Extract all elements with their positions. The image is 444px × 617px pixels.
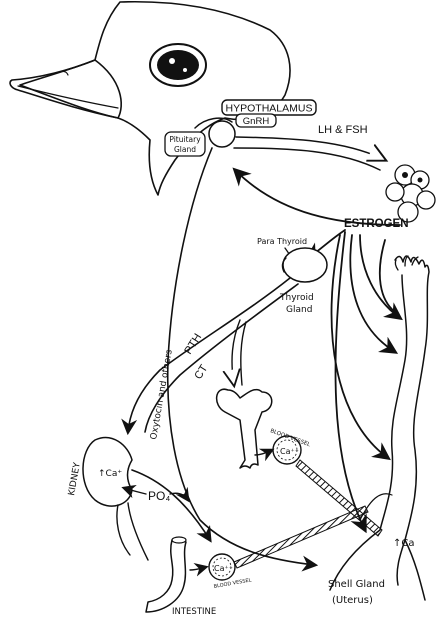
parathyroid-label: Para Thyroid — [257, 237, 307, 246]
kidney-ca-label: ↑Ca⁺ — [98, 469, 122, 479]
ovary-icon — [386, 165, 435, 222]
shell-gland-label: Shell Gland — [328, 579, 385, 590]
pituitary-gland: Pituitary Gland — [165, 118, 235, 156]
uterus-label: (Uterus) — [332, 595, 373, 606]
kidney-icon: ↑Ca⁺ KIDNEY — [67, 438, 148, 560]
hypothalamus-box: HYPOTHALAMUS GnRH — [222, 100, 316, 127]
bird-head-icon — [10, 2, 290, 195]
blood-vessel-icon: Ca⁺⁺ BLOOD VESSEL — [255, 428, 382, 536]
po4-label: PO₄ — [148, 489, 170, 503]
intestine-label: INTESTINE — [172, 607, 216, 617]
blood-vessel-ca-label: Ca⁺⁺ — [280, 447, 299, 456]
intestine-ca-label: Ca⁺⁺ — [214, 564, 233, 573]
intestine-blood-vessel-icon: Ca⁺⁺ BLOOD VESSEL — [190, 506, 368, 590]
pituitary-label-2: Gland — [174, 145, 196, 154]
bone-icon — [217, 389, 272, 468]
pth-label: PTH — [182, 332, 204, 357]
kidney-label: KIDNEY — [67, 461, 83, 496]
shell-gland-ca-label: ↑Ca — [393, 538, 415, 549]
oviduct-icon: ↑Ca Shell Gland (Uterus) — [328, 256, 429, 606]
gnrh-label: GnRH — [243, 116, 270, 127]
po4-pathway: PO₄ — [124, 470, 210, 540]
hypothalamus-label: HYPOTHALAMUS — [226, 103, 313, 115]
lh-fsh-arrow: LH & FSH — [234, 124, 385, 170]
lh-fsh-label: LH & FSH — [318, 124, 368, 136]
intestine-icon: INTESTINE — [146, 537, 216, 617]
thyroid-label-2: Gland — [286, 305, 312, 315]
pituitary-label-1: Pituitary — [169, 135, 201, 144]
ct-label: CT — [192, 363, 210, 382]
thyroid-icon: Para Thyroid Thyroid Gland — [257, 237, 327, 315]
